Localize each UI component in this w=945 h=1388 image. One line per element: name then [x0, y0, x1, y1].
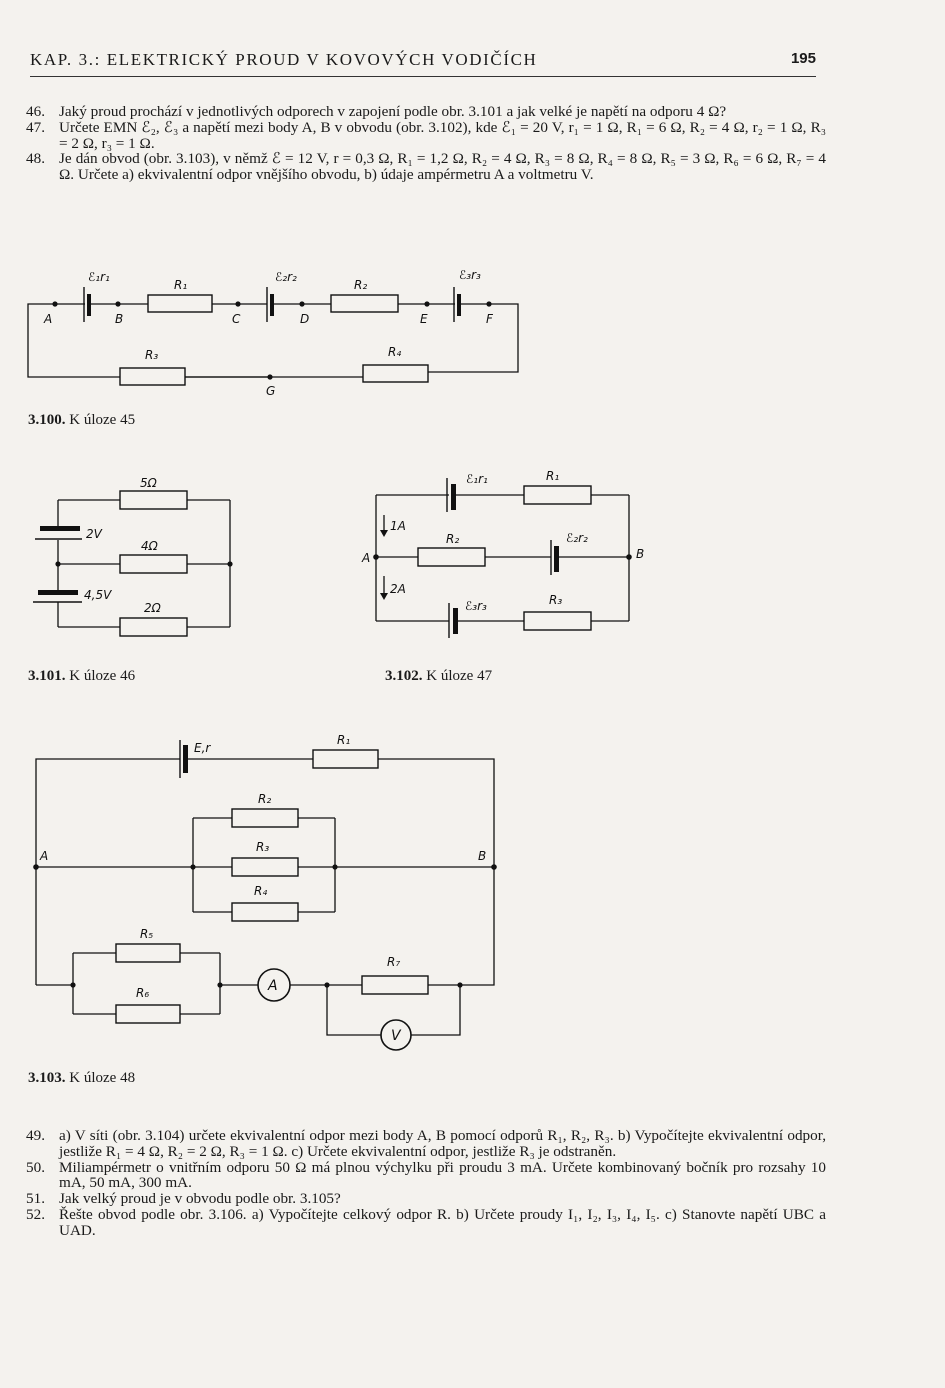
label-r1: R₁ [337, 733, 350, 747]
problems-bottom: 49. a) V síti (obr. 3.104) určete ekvival… [26, 1128, 826, 1239]
label-r2: R₂ [446, 532, 459, 546]
label-r1: R₁ [174, 278, 187, 292]
problem-text: Jaký proud prochází v jednotlivých odpor… [59, 103, 727, 120]
label-r4: R₄ [388, 345, 401, 359]
label-r1: R₁ [546, 469, 559, 483]
label-r6: R₆ [136, 986, 149, 1000]
problem-text: a) V síti (obr. 3.104) určete ekvivalent… [59, 1127, 826, 1160]
problem-number: 46. [26, 103, 45, 120]
label-node-b: B [115, 312, 123, 326]
label-r2: R₂ [354, 278, 367, 292]
label-node-a: A [361, 551, 370, 565]
caption-3-100: 3.100. K úloze 45 [28, 412, 135, 429]
label-r7: R₇ [387, 955, 400, 969]
figure-3-103: E,r R₁ R₂ R₃ R₄ R₅ R₆ R₇ A B A V [33, 733, 497, 1051]
problem-text: Miliampérmetr o vnitřním odporu 50 Ω má … [59, 1158, 826, 1192]
label-node-b: B [478, 849, 486, 863]
caption-number: 3.101. [28, 668, 66, 684]
label-e2r2: ℰ₂r₂ [275, 270, 297, 284]
ammeter-icon [257, 968, 291, 1002]
label-node-c: C [232, 312, 241, 326]
caption-3-102: 3.102. K úloze 47 [385, 668, 492, 685]
caption-text: K úloze 47 [426, 668, 493, 684]
label-e3r3: ℰ₃r₃ [459, 268, 481, 282]
problem-text: Řešte obvod podle obr. 3.106. a) Vypočít… [59, 1205, 826, 1239]
figure-3-101: 5Ω 4Ω 2Ω 2V 4,5V [33, 476, 233, 637]
figure-3-100: ℰ₁r₁ R₁ ℰ₂r₂ R₂ ℰ₃r₃ R₃ R₄ A B C D E F G [27, 268, 519, 398]
problem-46: 46. Jaký proud prochází v jednotlivých od… [26, 104, 826, 120]
figure-3-102: ℰ₁r₁ R₁ R₂ ℰ₂r₂ ℰ₃r₃ R₃ 1A 2A A B [361, 469, 644, 638]
problem-text: Jak velký proud je v obvodu podle obr. 3… [59, 1190, 341, 1208]
caption-number: 3.103. [28, 1070, 66, 1086]
problem-number: 52. [26, 1205, 45, 1223]
label-e3r3: ℰ₃r₃ [465, 599, 487, 613]
problems-top: 46. Jaký proud prochází v jednotlivých od… [26, 104, 826, 183]
problem-text: Je dán obvod (obr. 3.103), v němž ℰ = 12… [59, 150, 826, 184]
ammeter-label: A [267, 978, 278, 994]
voltmeter-label: V [391, 1028, 402, 1044]
label-2v: 2V [86, 527, 103, 541]
label-node-b: B [636, 547, 644, 561]
caption-number: 3.100. [28, 412, 66, 428]
label-r2: R₂ [258, 792, 271, 806]
problem-text: Určete EMN ℰ₂, ℰ₃ a napětí mezi body A, … [59, 118, 826, 152]
problem-number: 50. [26, 1158, 45, 1176]
caption-text: K úloze 46 [69, 668, 136, 684]
label-er: E,r [194, 741, 211, 755]
problem-48: 48. Je dán obvod (obr. 3.103), v němž ℰ =… [26, 151, 826, 183]
label-4-5v: 4,5V [84, 588, 112, 602]
label-current-2a: 2A [390, 582, 406, 596]
caption-3-101: 3.101. K úloze 46 [28, 668, 135, 685]
label-r3: R₃ [145, 348, 158, 362]
problem-47: 47. Určete EMN ℰ₂, ℰ₃ a napětí mezi body … [26, 118, 826, 152]
caption-text: K úloze 48 [69, 1070, 136, 1086]
problem-number: 47. [26, 118, 45, 136]
problem-number: 48. [26, 150, 45, 168]
label-e1r1: ℰ₁r₁ [88, 270, 110, 284]
label-r5: R₅ [140, 927, 153, 941]
label-node-e: E [420, 312, 428, 326]
voltmeter-icon [380, 1019, 412, 1051]
problem-50: 50. Miliampérmetr o vnitřním odporu 50 Ω … [26, 1158, 826, 1192]
label-r4: R₄ [254, 884, 267, 898]
problem-number: 51. [26, 1190, 45, 1208]
page-number: 195 [790, 50, 816, 67]
caption-3-103: 3.103. K úloze 48 [28, 1070, 135, 1087]
label-r3: R₃ [549, 593, 562, 607]
label-node-a: A [43, 312, 52, 326]
label-node-f: F [486, 312, 494, 326]
chapter-title: KAP. 3.: ELEKTRICKÝ PROUD V KOVOVÝCH VOD… [30, 50, 538, 69]
problem-number: 49. [26, 1127, 45, 1144]
page-header: KAP. 3.: ELEKTRICKÝ PROUD V KOVOVÝCH VOD… [30, 48, 816, 77]
caption-text: K úloze 45 [69, 412, 136, 428]
label-current-1a: 1A [390, 519, 406, 533]
circuit-figures: ℰ₁r₁ R₁ ℰ₂r₂ R₂ ℰ₃r₃ R₃ R₄ A B C D E F G [27, 268, 644, 1051]
problem-51: 51. Jak velký proud je v obvodu podle obr… [26, 1191, 826, 1207]
label-5ohm: 5Ω [140, 476, 158, 490]
label-e2r2: ℰ₂r₂ [566, 531, 588, 545]
label-node-a: A [39, 849, 48, 863]
label-node-d: D [300, 312, 309, 326]
problem-52: 52. Řešte obvod podle obr. 3.106. a) Vypo… [26, 1207, 826, 1239]
label-node-g: G [266, 384, 275, 398]
problem-49: 49. a) V síti (obr. 3.104) určete ekvival… [26, 1128, 826, 1160]
label-e1r1: ℰ₁r₁ [466, 472, 488, 486]
label-r3: R₃ [256, 840, 269, 854]
label-2ohm: 2Ω [144, 601, 162, 615]
label-4ohm: 4Ω [141, 539, 159, 553]
caption-number: 3.102. [385, 668, 423, 684]
